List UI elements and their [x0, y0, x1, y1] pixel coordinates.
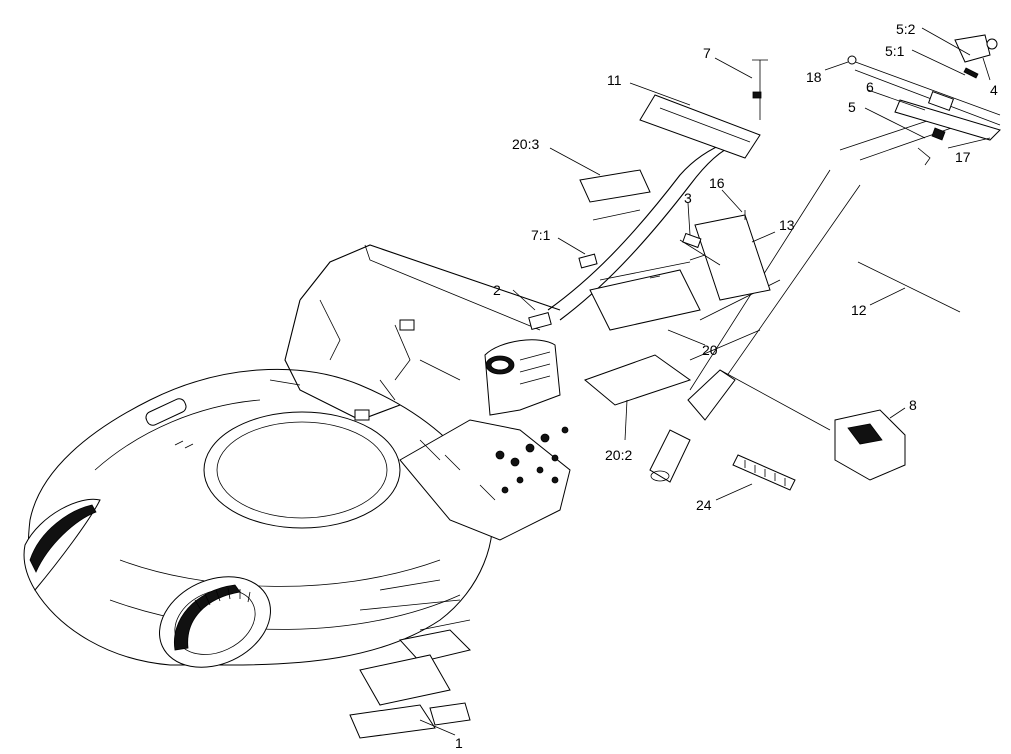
callout-17: 17: [955, 149, 971, 165]
upper-handle: [639, 34, 1001, 166]
callout-7: 7: [703, 45, 711, 61]
label-20: [589, 269, 701, 331]
callout-11: 11: [607, 72, 622, 88]
control-box-8: [834, 409, 906, 481]
callout-5: 5: [848, 99, 856, 115]
callout-24: 24: [696, 497, 712, 513]
label-20-3: [579, 169, 651, 203]
callout-16: 16: [709, 175, 725, 191]
callout-6: 6: [866, 79, 874, 95]
callout-labels: 7 11 20:3 7:1 2 3 16 13 12 20 20:2 8 24 …: [455, 21, 998, 751]
label-20-2: [584, 354, 692, 406]
callout-20-3: 20:3: [512, 136, 539, 152]
callout-1: 1: [455, 735, 463, 749]
bar-24: [732, 454, 796, 491]
callout-12: 12: [851, 302, 867, 318]
callout-7-1: 7:1: [531, 227, 551, 243]
callout-5-1: 5:1: [885, 43, 905, 59]
callout-20: 20: [702, 342, 718, 358]
callout-18: 18: [806, 69, 822, 85]
handle-frame: [269, 244, 561, 421]
callout-5-2: 5:2: [896, 21, 916, 37]
callout-20-2: 20:2: [605, 447, 632, 463]
callout-13: 13: [779, 217, 795, 233]
callout-8: 8: [909, 397, 917, 413]
callout-3: 3: [684, 190, 692, 206]
mower-deck: [23, 368, 571, 668]
callout-4: 4: [990, 82, 998, 98]
part-1: [349, 704, 436, 739]
loose-parts: [349, 169, 961, 739]
leader-lines: [419, 27, 991, 736]
plate-13: [694, 214, 771, 301]
callout-2: 2: [493, 282, 501, 298]
